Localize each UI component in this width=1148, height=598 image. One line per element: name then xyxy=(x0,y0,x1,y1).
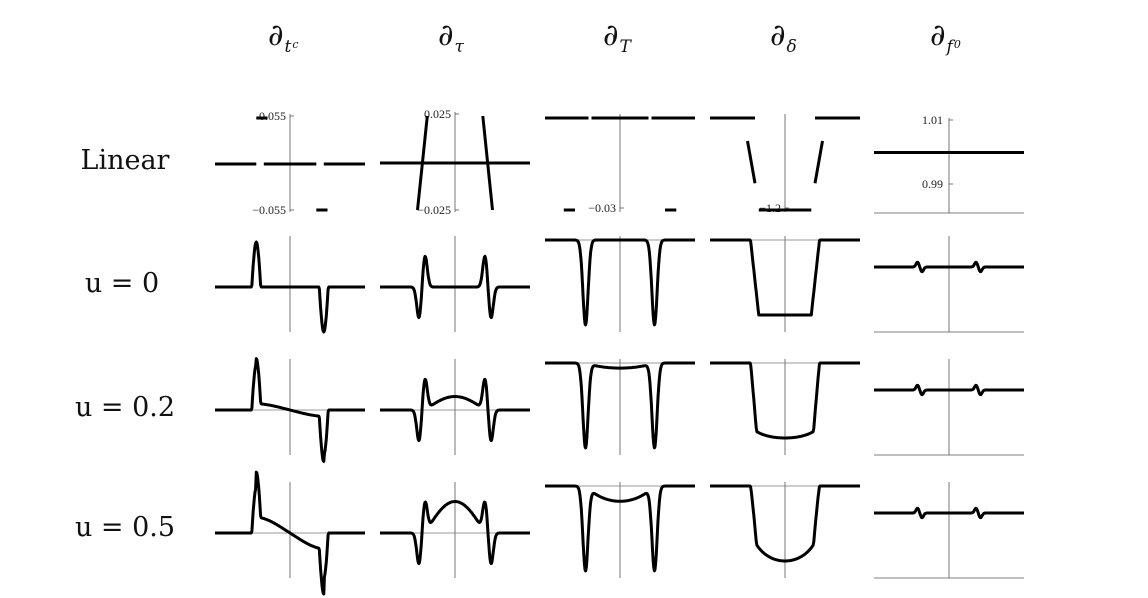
column-subscript: T xyxy=(619,37,631,57)
series-segment-1 xyxy=(416,115,429,211)
panel-u05-f0 xyxy=(873,482,1025,579)
series-segment-2 xyxy=(481,115,494,211)
panel-u05-tc xyxy=(214,470,366,596)
series-line xyxy=(873,506,1025,520)
column-header-T: ∂T xyxy=(603,18,631,57)
series-segment-2 xyxy=(746,140,757,184)
series-line xyxy=(379,377,531,443)
column-subscript: t xyxy=(284,37,292,57)
panel-u0-tau xyxy=(379,236,531,332)
panel-u05-T xyxy=(544,482,696,578)
partial-symbol: ∂ xyxy=(438,18,454,53)
panel-u0-delta xyxy=(709,236,861,332)
series-line xyxy=(544,484,696,573)
series-line xyxy=(709,238,861,317)
partial-symbol: ∂ xyxy=(770,18,786,53)
panel-linear-f0: 1.01 0.99 xyxy=(874,113,1024,214)
series-line xyxy=(379,254,531,320)
tick-label-top: 1.01 xyxy=(922,113,943,127)
column-header-tau: ∂τ xyxy=(438,18,464,57)
column-subscript: δ xyxy=(786,37,797,57)
series-line xyxy=(214,240,366,334)
panel-linear-T: −0.03 xyxy=(545,114,695,215)
panel-u02-tc xyxy=(214,357,366,463)
panel-u0-f0 xyxy=(873,236,1025,333)
panel-linear-tc: 0.055 −0.055 xyxy=(215,109,365,217)
panel-linear-tau: 0.025 −0.025 xyxy=(380,107,530,217)
row-label-u02: u = 0.2 xyxy=(74,392,176,423)
series-line xyxy=(709,484,861,563)
series-line xyxy=(214,470,366,596)
row-label-linear: Linear xyxy=(80,145,170,176)
panel-u02-delta xyxy=(709,359,861,455)
panel-linear-delta: −1.2 xyxy=(710,114,860,215)
partial-symbol: ∂ xyxy=(603,18,619,53)
panel-u02-tau xyxy=(379,359,531,455)
series-line xyxy=(544,238,696,327)
series-line xyxy=(379,500,531,566)
row-label-u0: u = 0 xyxy=(84,268,160,299)
series-line xyxy=(873,260,1025,274)
panel-u05-tau xyxy=(379,482,531,578)
tick-label-top: 0.055 xyxy=(259,109,286,123)
tick-label-bottom: 0.99 xyxy=(922,177,943,191)
series-segment-3 xyxy=(813,140,824,184)
tick-label-bottom: −0.03 xyxy=(588,201,616,215)
column-subscript: τ xyxy=(454,37,464,57)
partial-symbol: ∂ xyxy=(268,18,284,53)
panel-u02-f0 xyxy=(873,359,1025,456)
row-label-u05: u = 0.5 xyxy=(74,512,176,543)
column-subsubscript: c xyxy=(292,38,299,51)
column-subsubscript: 0 xyxy=(953,38,961,51)
panel-u02-T xyxy=(544,359,696,455)
tick-label-bottom: −1.2 xyxy=(759,201,781,215)
tick-label-bottom: −0.055 xyxy=(252,203,286,217)
panel-u0-T xyxy=(544,236,696,332)
tick-label-top: 0.025 xyxy=(424,107,451,121)
partial-symbol: ∂ xyxy=(930,18,946,53)
column-subscript: f xyxy=(946,37,953,57)
column-header-f0: ∂f0 xyxy=(930,18,961,57)
panel-u05-delta xyxy=(709,482,861,578)
column-header-tc: ∂tc xyxy=(268,18,299,57)
series-line xyxy=(544,361,696,450)
series-line xyxy=(214,357,366,463)
tick-label-bottom: −0.025 xyxy=(417,203,451,217)
series-line xyxy=(709,361,861,440)
panel-u0-tc xyxy=(214,236,366,334)
column-header-delta: ∂δ xyxy=(770,18,797,57)
series-line xyxy=(873,383,1025,397)
